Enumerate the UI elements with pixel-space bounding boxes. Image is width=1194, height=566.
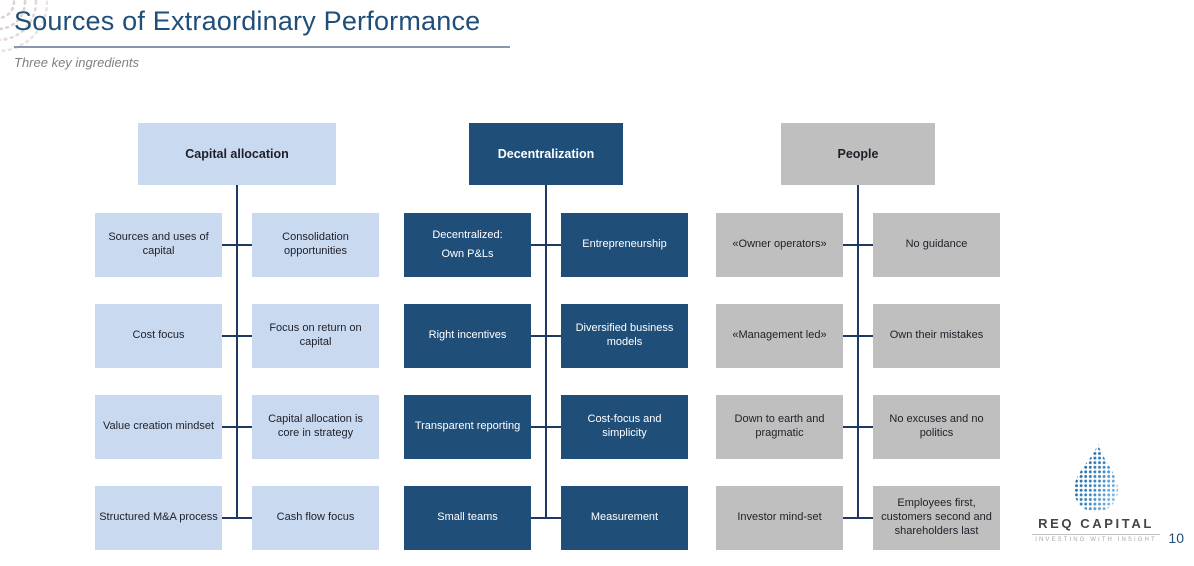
diagram-box: Small teams bbox=[404, 486, 531, 550]
logo-tagline: INVESTING WITH INSIGHT bbox=[1035, 537, 1157, 543]
diagram-box: No guidance bbox=[873, 213, 1000, 277]
connector-horizontal-line bbox=[531, 335, 561, 337]
column-header-people: People bbox=[781, 123, 935, 185]
logo-wordmark: REQ CAPITAL bbox=[1038, 516, 1154, 531]
diagram-box: «Management led» bbox=[716, 304, 843, 368]
diagram-box: Employees first, customers second and sh… bbox=[873, 486, 1000, 550]
title-underline bbox=[14, 46, 510, 48]
diagram-box: Value creation mindset bbox=[95, 395, 222, 459]
connector-horizontal-line bbox=[222, 244, 252, 246]
diagram-box: Own their mistakes bbox=[873, 304, 1000, 368]
connector-horizontal-line bbox=[222, 335, 252, 337]
logo-divider bbox=[1032, 534, 1160, 535]
diagram-box: Diversified business models bbox=[561, 304, 688, 368]
connector-horizontal-line bbox=[531, 244, 561, 246]
slide-subtitle: Three key ingredients bbox=[14, 55, 140, 70]
connector-horizontal-line bbox=[843, 517, 873, 519]
connector-vertical-line bbox=[236, 185, 238, 519]
connector-horizontal-line bbox=[843, 335, 873, 337]
diagram-box: Decentralized: Own P&Ls bbox=[404, 213, 531, 277]
logo-droplet-icon bbox=[1074, 443, 1118, 512]
page-number: 10 bbox=[1168, 530, 1184, 546]
page-title: Sources of Extraordinary Performance bbox=[14, 6, 481, 36]
diagram-box: Right incentives bbox=[404, 304, 531, 368]
connector-vertical-line bbox=[857, 185, 859, 519]
diagram-box: Sources and uses of capital bbox=[95, 213, 222, 277]
column-header-capital-allocation: Capital allocation bbox=[138, 123, 336, 185]
diagram-box: Transparent reporting bbox=[404, 395, 531, 459]
diagram-box: Measurement bbox=[561, 486, 688, 550]
connector-vertical-line bbox=[545, 185, 547, 519]
corner-dots-decoration bbox=[0, 0, 48, 53]
connector-horizontal-line bbox=[222, 517, 252, 519]
diagram-box: Cash flow focus bbox=[252, 486, 379, 550]
diagram-box: No excuses and no politics bbox=[873, 395, 1000, 459]
req-capital-logo: REQ CAPITAL INVESTING WITH INSIGHT bbox=[1030, 442, 1162, 543]
diagram-box: Capital allocation is core in strategy bbox=[252, 395, 379, 459]
diagram-box: Consolidation opportunities bbox=[252, 213, 379, 277]
diagram-box: Structured M&A process bbox=[95, 486, 222, 550]
connector-horizontal-line bbox=[843, 244, 873, 246]
diagram-box: Investor mind-set bbox=[716, 486, 843, 550]
diagram-box: Down to earth and pragmatic bbox=[716, 395, 843, 459]
column-people: People «Owner operators» No guidance «Ma… bbox=[716, 123, 1000, 553]
connector-horizontal-line bbox=[843, 426, 873, 428]
column-decentralization: Decentralization Decentralized: Own P&Ls… bbox=[404, 123, 688, 553]
diagram-box: Cost focus bbox=[95, 304, 222, 368]
column-capital-allocation: Capital allocation Sources and uses of c… bbox=[95, 123, 379, 553]
connector-horizontal-line bbox=[531, 517, 561, 519]
diagram-box: «Owner operators» bbox=[716, 213, 843, 277]
diagram-box: Cost-focus and simplicity bbox=[561, 395, 688, 459]
diagram-box: Entrepreneurship bbox=[561, 213, 688, 277]
connector-horizontal-line bbox=[222, 426, 252, 428]
connector-horizontal-line bbox=[531, 426, 561, 428]
column-header-decentralization: Decentralization bbox=[469, 123, 623, 185]
diagram-box: Focus on return on capital bbox=[252, 304, 379, 368]
